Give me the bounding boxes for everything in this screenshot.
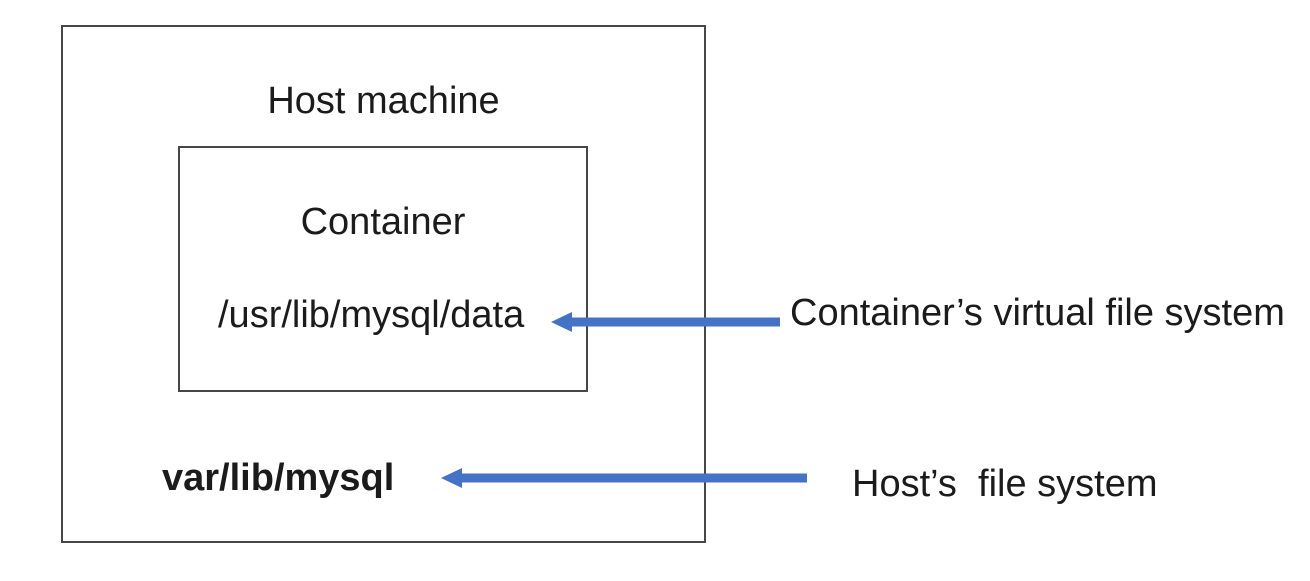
container-vfs-annotation: Container’s virtual file system	[790, 292, 1285, 334]
host-path-text: var/lib/mysql	[162, 457, 395, 499]
container-label: Container	[300, 201, 466, 243]
left-arrow-icon	[551, 312, 780, 332]
container-path-text: /usr/lib/mysql/data	[218, 294, 525, 336]
host-machine-label: Host machine	[267, 80, 500, 122]
left-arrow-icon	[441, 468, 807, 488]
container-box	[178, 146, 588, 392]
host-fs-annotation: Host’s file system	[852, 463, 1158, 505]
